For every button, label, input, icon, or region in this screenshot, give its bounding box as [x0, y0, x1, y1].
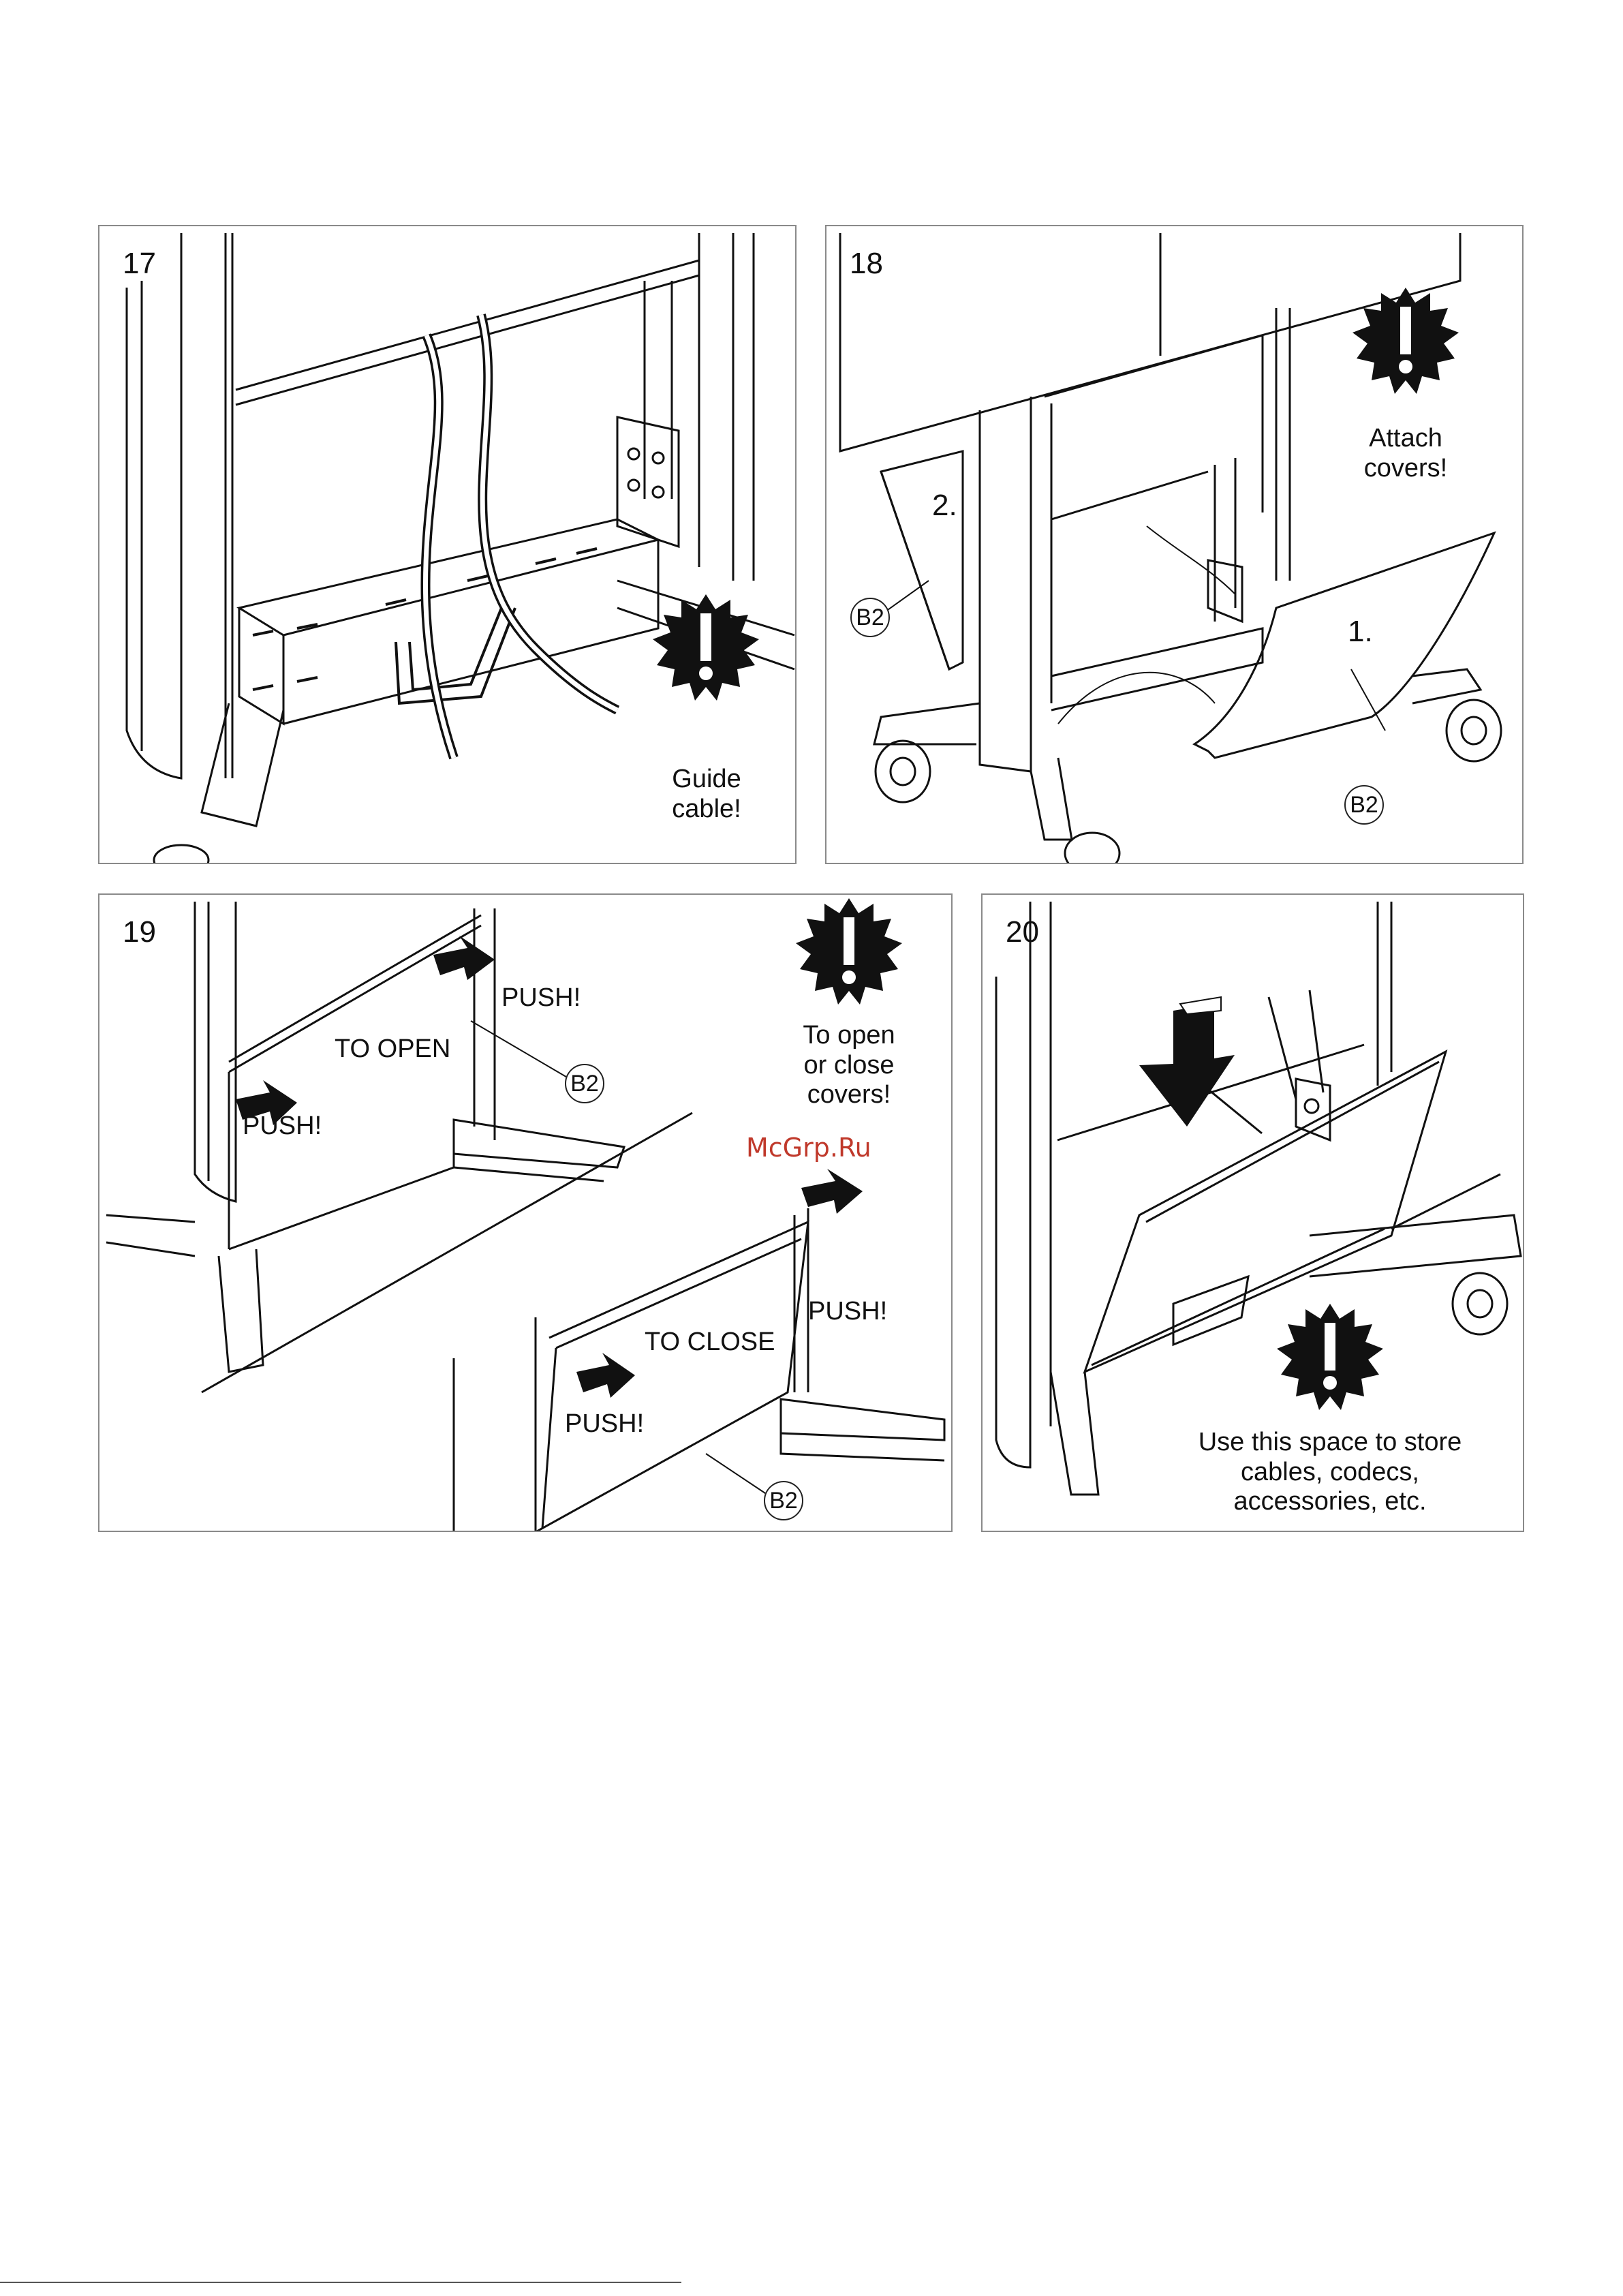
warning-starburst-icon: [653, 594, 759, 701]
to-open-label: TO OPEN: [335, 1035, 450, 1065]
storage-note: Use this space to store cables, codecs, …: [1166, 1428, 1494, 1517]
b2-callout-upper: B2: [565, 1064, 604, 1103]
attach-covers-note: Attach covers!: [1355, 424, 1457, 483]
step-number: 17: [123, 247, 156, 281]
step-number: 20: [1006, 915, 1039, 950]
guide-cable-note: Guide cable!: [655, 765, 758, 824]
step-number: 18: [850, 247, 883, 281]
b2-callout-lower: B2: [764, 1481, 803, 1520]
step-19-panel: 19 To open or close covers! PUSH! TO OPE…: [98, 893, 953, 1532]
step-17-panel: 17 Guide cable!: [98, 225, 797, 864]
push-label: PUSH!: [501, 983, 581, 1013]
b2-callout-left: B2: [850, 598, 890, 637]
push-label: PUSH!: [808, 1297, 887, 1327]
push-label: PUSH!: [243, 1112, 322, 1142]
warning-starburst-icon: [796, 898, 902, 1005]
cover-label-1: 1.: [1348, 615, 1373, 649]
push-label: PUSH!: [565, 1409, 644, 1439]
to-close-label: TO CLOSE: [645, 1328, 775, 1358]
open-close-note: To open or close covers!: [788, 1021, 910, 1110]
b2-callout-right: B2: [1344, 785, 1384, 825]
watermark: McGrp.Ru: [746, 1133, 871, 1163]
step-20-panel: 20 Use this space to store cables, codec…: [981, 893, 1524, 1532]
down-arrow-icon: [1139, 997, 1235, 1127]
step-18-illustration: [826, 226, 1524, 864]
step-number: 19: [123, 915, 156, 950]
cover-label-2: 2.: [932, 489, 957, 523]
step-18-panel: 18 Attach covers! 2. 1. B2 B2: [825, 225, 1524, 864]
warning-starburst-icon: [1352, 288, 1459, 394]
warning-starburst-icon: [1277, 1304, 1383, 1410]
footer-rule: [0, 2282, 681, 2283]
